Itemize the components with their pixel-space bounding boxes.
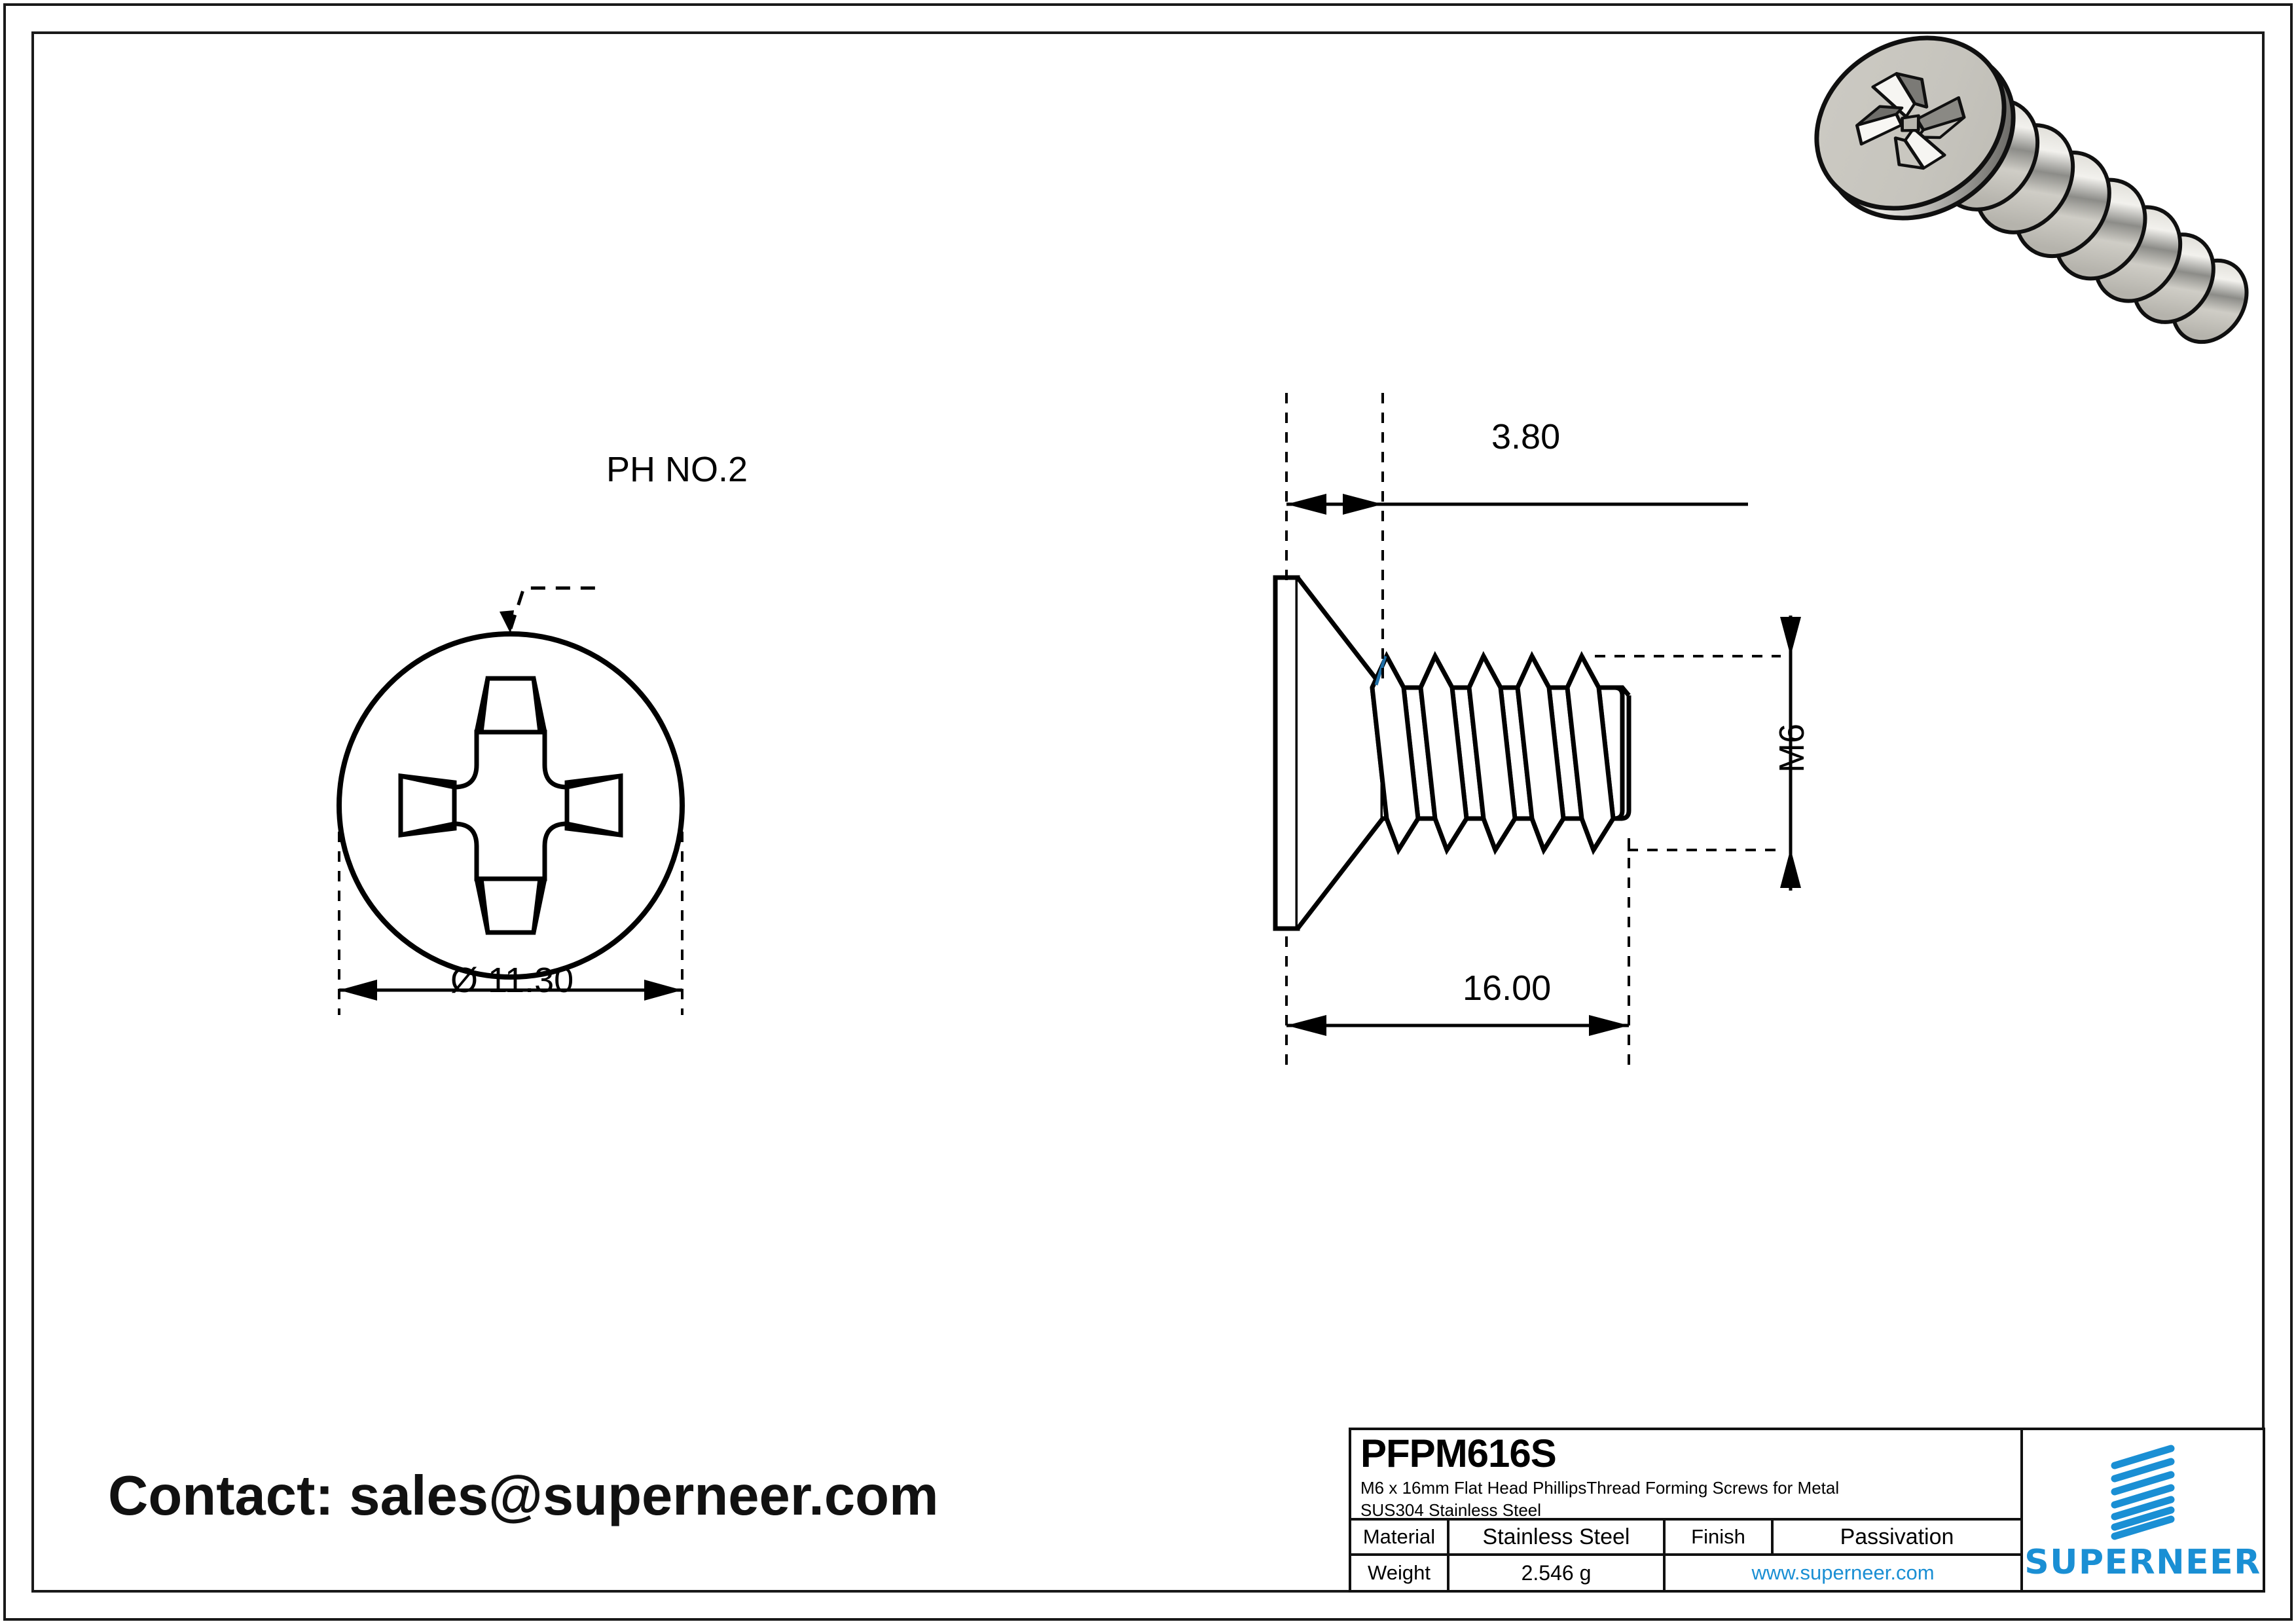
- part-number: PFPM616S: [1360, 1431, 1557, 1475]
- material-label: Material: [1351, 1521, 1449, 1554]
- length-dimension: [1264, 982, 1853, 1074]
- description-line-1: M6 x 16mm Flat Head PhillipsThread Formi…: [1360, 1478, 1840, 1498]
- description-line-2: SUS304 Stainless Steel: [1360, 1500, 1542, 1520]
- title-block: PFPM616S M6 x 16mm Flat Head PhillipsThr…: [1349, 1428, 2265, 1593]
- finish-label: Finish: [1666, 1521, 1774, 1554]
- thread-size-dimension: [1761, 616, 1846, 891]
- weight-website-row: Weight 2.546 g www.superneer.com: [1351, 1556, 2020, 1590]
- thread-start-accent: [1374, 655, 1387, 686]
- website-link[interactable]: www.superneer.com: [1666, 1556, 2020, 1590]
- phillips-cross-recess: [398, 676, 623, 935]
- head-end-view: [314, 426, 799, 1067]
- material-value: Stainless Steel: [1449, 1521, 1666, 1554]
- iso-phillips-recess: [1855, 72, 1966, 170]
- thread-size-label: M6: [1772, 723, 1812, 773]
- title-block-header: PFPM616S M6 x 16mm Flat Head PhillipsThr…: [1351, 1430, 2020, 1521]
- title-block-left: PFPM616S M6 x 16mm Flat Head PhillipsThr…: [1351, 1430, 2023, 1590]
- head-height-extension-lines: [1285, 393, 1384, 681]
- weight-value: 2.546 g: [1449, 1556, 1666, 1590]
- isometric-screw-render: [1781, 26, 2278, 380]
- contact-line: Contact: sales@superneer.com: [108, 1465, 939, 1527]
- thread-dia-extension-lines: [1595, 655, 1781, 851]
- brand-panel: SUPERNEER: [2023, 1430, 2263, 1590]
- head-height-dimension: [1264, 485, 1827, 616]
- weight-label: Weight: [1351, 1556, 1449, 1590]
- website-link-text: www.superneer.com: [1751, 1561, 1935, 1585]
- brand-wordmark: SUPERNEER: [2024, 1543, 2261, 1582]
- ph-recess-label: PH NO.2: [606, 450, 748, 489]
- countersunk-head-profile: [1273, 575, 1385, 931]
- head-outline-circle: [337, 631, 685, 980]
- finish-value: Passivation: [1840, 1524, 1954, 1549]
- material-finish-row: Material Stainless Steel Finish Passivat…: [1351, 1521, 2020, 1557]
- ph-recess-leader: [509, 586, 596, 629]
- sheet-border-outer: [3, 3, 2293, 1621]
- head-diameter-label: Ø 11.30: [450, 961, 574, 1000]
- length-extension-lines: [1285, 838, 1630, 1074]
- head-height-label: 3.80: [1491, 417, 1561, 456]
- length-label: 16.00: [1463, 969, 1552, 1008]
- thread-helix-turns: [1370, 651, 1616, 855]
- sheet-border-inner: [31, 31, 2265, 1593]
- ph-recess-leader-arrow: [500, 610, 514, 634]
- side-elevation-view: [1264, 393, 1827, 1074]
- superneer-logo-icon: [2094, 1441, 2192, 1540]
- head-dia-extension-lines: [338, 792, 683, 1015]
